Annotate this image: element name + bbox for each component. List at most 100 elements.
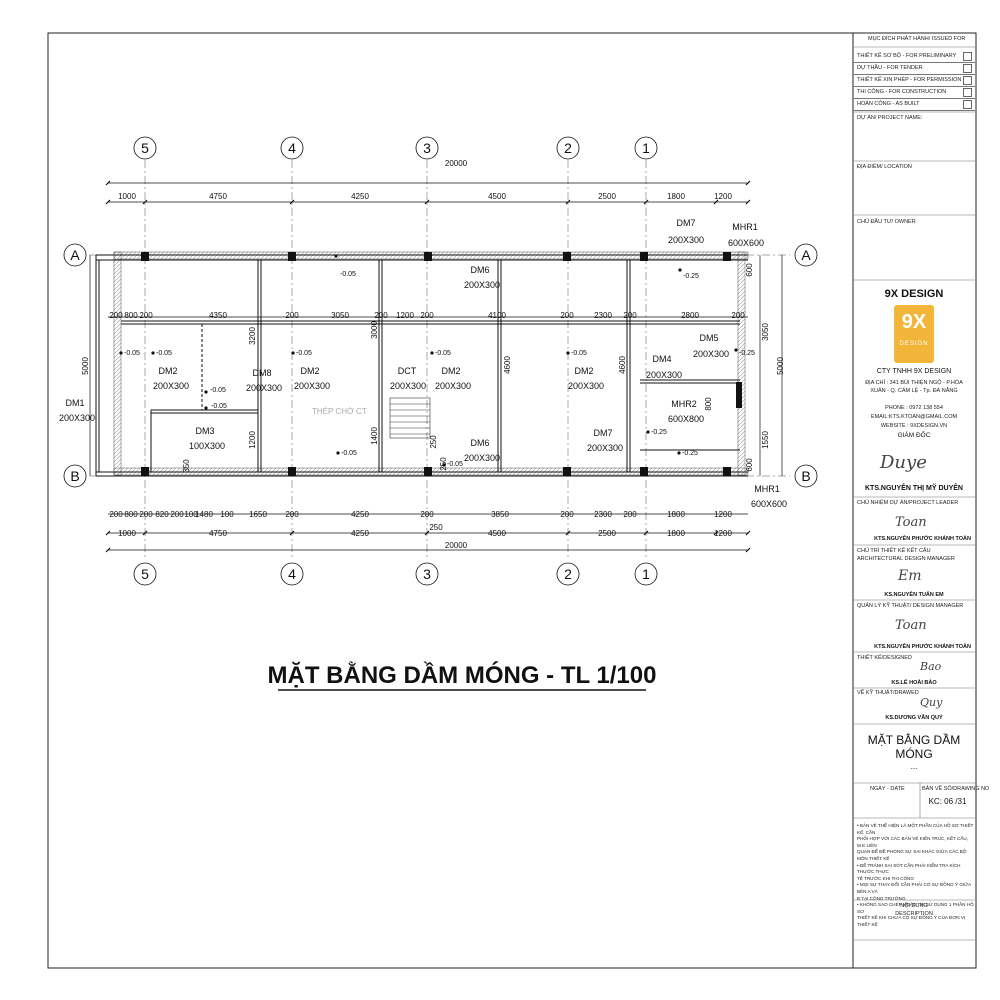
grid-label-col: 2 <box>564 140 572 156</box>
issued-for-label: DỰ THẦU - FOR TENDER <box>857 65 923 71</box>
drawing-number-label: BẢN VẼ SỐ/DRAWING NO <box>922 786 990 792</box>
dim-text: 1800 <box>667 510 685 519</box>
dim-text: 200 <box>139 311 153 320</box>
issued-for-checkbox[interactable] <box>963 76 972 85</box>
beam-size: 200X300 <box>246 383 282 393</box>
design-manager-name: KTS.NGUYỄN PHƯỚC KHÁNH TOÀN <box>874 644 971 650</box>
dim-text: 4750 <box>209 529 227 538</box>
issued-for-item[interactable]: THI CÔNG - FOR CONSTRUCTION <box>853 87 975 99</box>
company-address-line2: XUÂN - Q. CẨM LỆ - Tp. ĐÀ NẴNG <box>870 388 958 394</box>
note-line: • MỌI SỰ THAY ĐỔI CẦN PHẢI CÓ SỰ ĐỒNG Ý … <box>857 882 971 894</box>
grid-label-col: 4 <box>288 566 296 582</box>
dim-text: 100 <box>220 510 234 519</box>
grid-label-col: 1 <box>642 566 650 582</box>
dim-text: 4500 <box>488 192 506 201</box>
company-name: CTY TNHH 9X DESIGN <box>876 368 952 375</box>
dim-text: 200 <box>285 510 299 519</box>
overall-dimension-bottom: 20000 <box>445 541 468 550</box>
grid-bubble <box>794 243 818 267</box>
beam-label: DM7 <box>676 218 695 228</box>
beam-size: 600X800 <box>668 414 704 424</box>
grid-label-col: 2 <box>564 566 572 582</box>
dim-text: 5000 <box>81 357 90 375</box>
dim-text: 1200 <box>714 510 732 519</box>
issued-for-checkbox[interactable] <box>963 52 972 61</box>
dim-text: 1480 <box>195 510 213 519</box>
dim-text: 1200 <box>248 431 257 449</box>
dim-text: 5000 <box>776 357 785 375</box>
beam-size: 200X300 <box>153 381 189 391</box>
dim-text: 820 <box>155 510 169 519</box>
dim-text: 250 <box>429 435 438 449</box>
drawed-name: KS.DƯƠNG VĂN QUÝ <box>885 715 943 721</box>
date-label: NGÀY - DATE <box>870 786 905 792</box>
beam-size: 200X300 <box>464 280 500 290</box>
issued-for-item[interactable]: THIẾT KẾ XIN PHÉP - FOR PERMISSION <box>853 75 975 87</box>
beam-label: DM2 <box>441 366 460 376</box>
company-logo: 9X DESIGN <box>894 305 934 363</box>
director-role: GIÁM ĐỐC <box>897 432 931 439</box>
level-mark: -0.05 <box>435 350 451 357</box>
dim-text: 4600 <box>503 356 512 374</box>
note-line: THIẾT KẾ KHI CHƯA CÓ SỰ ĐỒNG Ý CỦA ĐƠN V… <box>857 915 966 927</box>
issued-for-item[interactable]: HOÀN CÔNG - AS BUILT <box>853 99 975 111</box>
project-leader-role: CHỦ NHIỆM DỰ ÁN/PROJECT LEADER <box>857 500 959 506</box>
issued-for-item[interactable]: DỰ THẦU - FOR TENDER <box>853 63 975 75</box>
dim-text: 200 <box>560 510 574 519</box>
beam-label: DM6 <box>470 265 489 275</box>
grid-label-col: 3 <box>423 566 431 582</box>
dim-text: 4250 <box>351 529 369 538</box>
beam-size: 200X300 <box>59 413 95 423</box>
dim-text: 4350 <box>209 311 227 320</box>
level-mark: -0.25 <box>651 429 667 436</box>
column <box>640 252 648 261</box>
beam-label: MHR1 <box>732 222 758 232</box>
dim-text: 800 <box>704 397 713 411</box>
note-line: • KHÔNG SAO CHÉP HOẶC TÁI SỬ DỤNG 1 PHẦN… <box>857 902 974 914</box>
grid-label-col: 4 <box>288 140 296 156</box>
issued-for-item[interactable]: THIẾT KẾ SƠ BỘ - FOR PRELIMINARY <box>853 51 975 63</box>
column <box>640 467 648 476</box>
drawed-signature: Quy <box>920 696 943 709</box>
content-label: NỘI DUNG <box>900 903 928 909</box>
dim-text: 4100 <box>488 311 506 320</box>
grid-bubble <box>63 464 87 488</box>
column <box>288 252 296 261</box>
dim-text: 1400 <box>370 427 379 445</box>
beam-label: DM4 <box>652 354 671 364</box>
grid-label-row: B <box>70 468 79 484</box>
designed-signature: Bao <box>920 660 942 673</box>
note-line: • BẢN VẼ THỂ HIỆN LÀ MỘT PHẦN CỦA HỒ SƠ … <box>857 823 974 835</box>
dim-text: 2500 <box>598 192 616 201</box>
issued-for-checkbox[interactable] <box>963 88 972 97</box>
grid-bubble <box>634 562 658 586</box>
level-mark: -0.05 <box>341 450 357 457</box>
grid-label-row: A <box>70 247 80 263</box>
beam-size: 200X300 <box>294 381 330 391</box>
level-mark: -0.25 <box>682 450 698 457</box>
issued-for-checkbox[interactable] <box>963 100 972 109</box>
column <box>141 467 149 476</box>
column <box>563 252 571 261</box>
description-label: DESCRIPTION <box>895 911 933 917</box>
project-leader-name: KTS.NGUYỄN PHƯỚC KHÁNH TOÀN <box>874 536 971 542</box>
foundation-beam-plan: 5 4 3 2 1 5 4 3 2 1 A B A B 20000 20000 … <box>59 136 818 586</box>
designed-role: THIẾT KẾ/DESIGNED <box>857 655 912 661</box>
beam-size: 200X300 <box>464 453 500 463</box>
note-line: B TẠI CÔNG TRƯỜNG <box>857 895 906 901</box>
grid-bubble <box>415 136 439 160</box>
dim-text: 200 <box>623 510 637 519</box>
drawed-role: VẼ KỸ THUẬT/DRAWED <box>857 690 919 696</box>
grid-label-col: 3 <box>423 140 431 156</box>
dim-text: 800 <box>124 510 138 519</box>
column <box>723 467 731 476</box>
dim-text: 2300 <box>594 510 612 519</box>
dim-text: 2500 <box>598 529 616 538</box>
dim-text: 600 <box>745 458 754 472</box>
dim-text: 200 <box>420 311 434 320</box>
column <box>563 467 571 476</box>
issued-for-label: THIẾT KẾ XIN PHÉP - FOR PERMISSION <box>857 77 962 83</box>
issued-for-checkbox[interactable] <box>963 64 972 73</box>
issued-for-label: THIẾT KẾ SƠ BỘ - FOR PRELIMINARY <box>857 53 957 59</box>
